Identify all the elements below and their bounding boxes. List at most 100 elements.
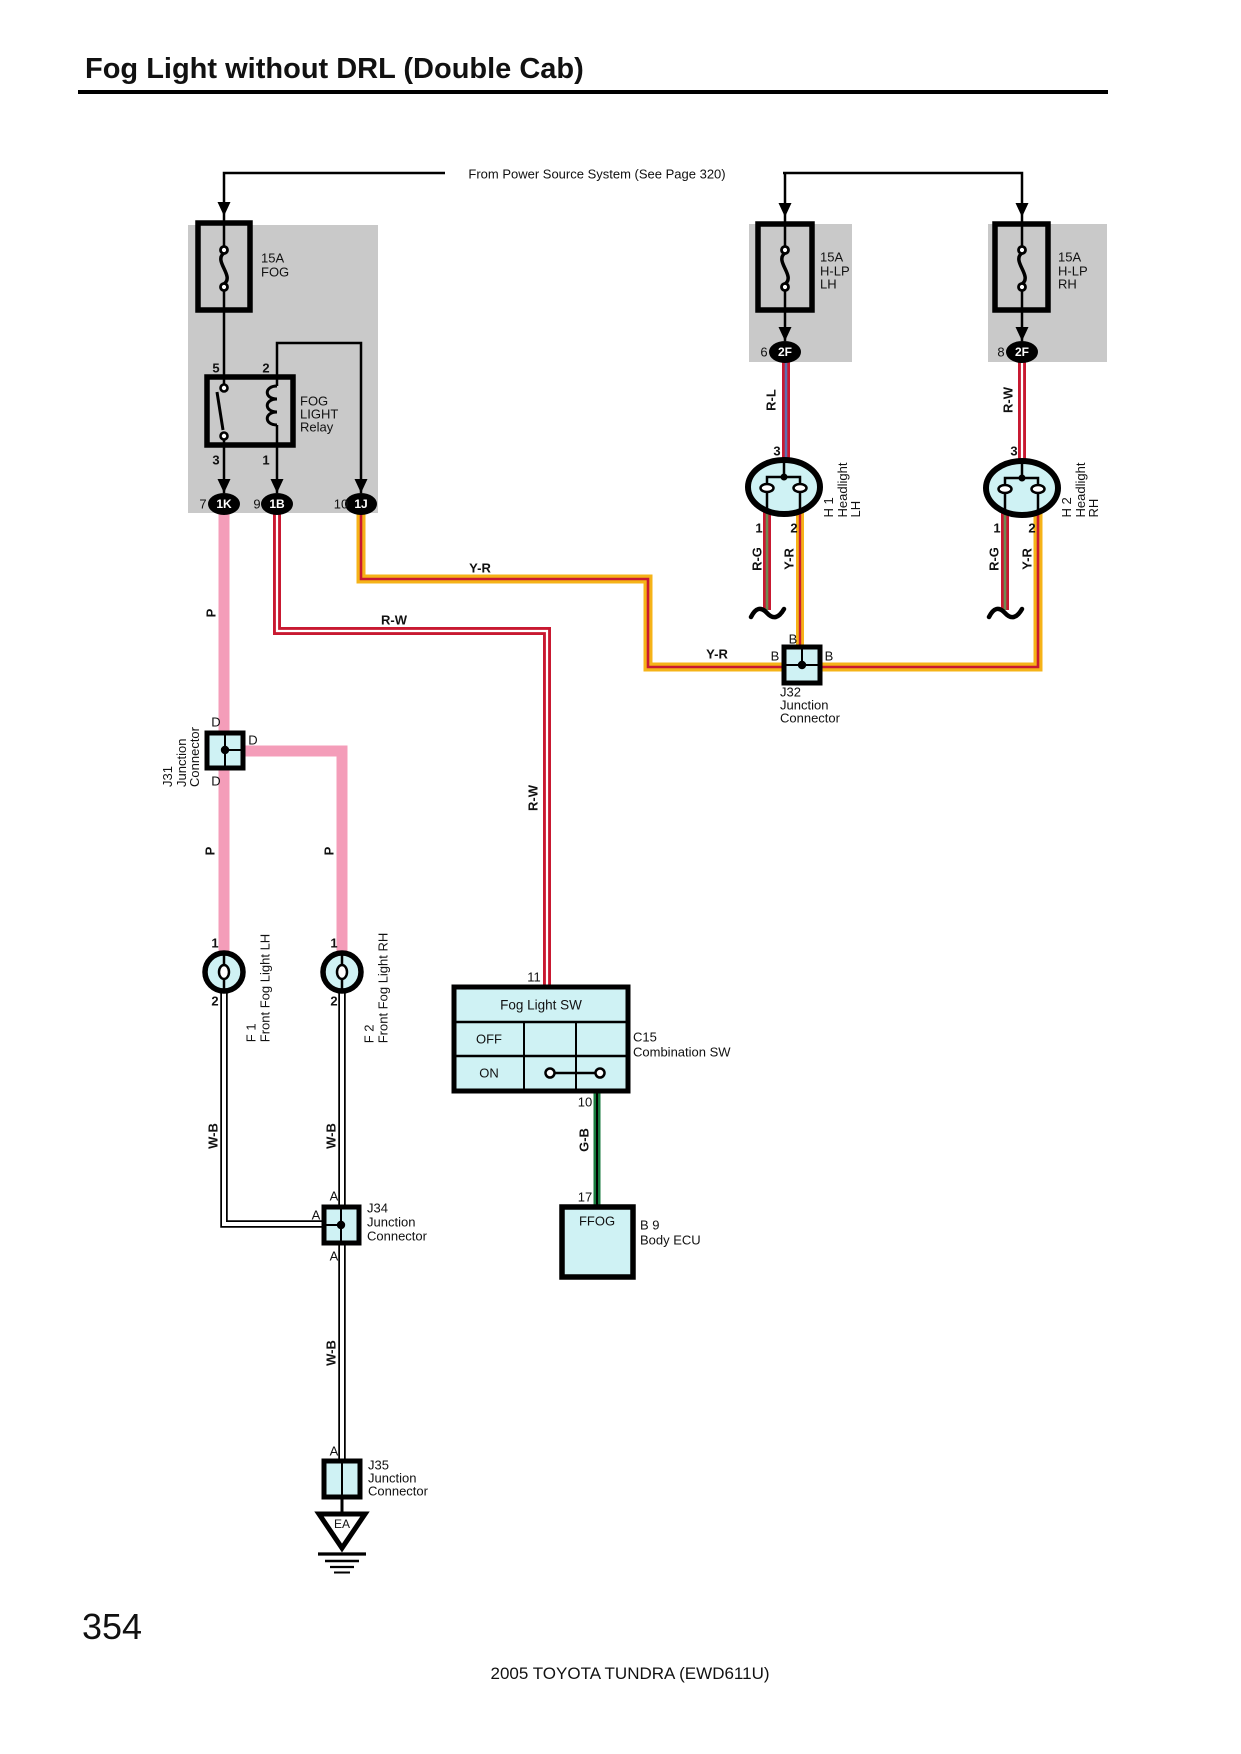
headlight-lh-name-line: Headlight — [834, 462, 850, 518]
j32-name-line2: Junction — [780, 697, 829, 713]
wire-label-yr-horizontal-2: Y-R — [706, 646, 728, 662]
wire-label-p-1: P — [203, 608, 219, 618]
fuse-hlp-lh-name-label: H-LP — [820, 263, 850, 279]
connector-1b-code: 1B — [269, 497, 285, 511]
j31-pin-bottom-label: D — [211, 773, 221, 789]
wire-label-rw-right: R-W — [1000, 387, 1016, 413]
junction-j34-box — [321, 1204, 362, 1246]
headlight-rh-ref: H 2 — [1058, 497, 1074, 518]
fuse-hlp-lh-symbol — [755, 221, 815, 313]
fog-rh-name-line: Front Fog Light RH — [375, 932, 390, 1044]
wire-yr-left — [356, 514, 790, 672]
switch-pin17-label: 17 — [577, 1189, 593, 1205]
wire-label-rw-horizontal: R-W — [381, 612, 407, 628]
wire-label-rg-lh: R-G — [749, 547, 765, 571]
j32-code: J32 — [780, 684, 801, 700]
wire-label-p-3: P — [321, 846, 337, 856]
headlight-lh-pin2-label: 2 — [790, 520, 798, 536]
wire-end-squiggle-icons — [748, 606, 1025, 620]
connector-2f-lh-pin-label: 6 — [760, 344, 768, 360]
fog-rh-ref: F 2 — [361, 1024, 377, 1044]
relay-pin3-label: 3 — [212, 452, 220, 468]
fuse-hlp-rh-side-label: RH — [1058, 276, 1077, 292]
headlight-rh-name-line: Headlight — [1072, 462, 1088, 518]
fog-rh-name: F 2 Front Fog Light RH — [361, 932, 391, 1044]
ecu-ref-code: B 9 — [640, 1217, 660, 1233]
fog-lh-name: F 1 Front Fog Light LH — [243, 934, 273, 1043]
fuse-hlp-rh-symbol — [992, 221, 1051, 313]
j35-pin-top-label: A — [329, 1443, 339, 1459]
connector-2f-lh-code: 2F — [777, 345, 793, 359]
headlight-lh-pin1-label: 1 — [755, 520, 763, 536]
wire-label-gb: G-B — [576, 1128, 592, 1152]
wire-label-wb-1: W-B — [205, 1123, 221, 1149]
j34-pin-left-label: A — [311, 1207, 321, 1223]
j34-code: J34 — [367, 1200, 388, 1216]
footer-text: 2005 TOYOTA TUNDRA (EWD611U) — [490, 1664, 770, 1683]
body-ecu-box — [559, 1204, 636, 1280]
connector-oval-1j — [345, 493, 377, 515]
j31-pin-top-label: D — [211, 714, 221, 730]
fuse-hlp-lh-amp-label: 15A — [820, 249, 844, 265]
headlight-lh-ref: H 1 — [820, 497, 836, 518]
switch-title: Fog Light SW — [500, 997, 582, 1013]
fog-rh-pin2-label: 2 — [330, 993, 338, 1009]
fog-light-rh-symbol — [320, 950, 364, 994]
wires — [218, 362, 1043, 1462]
relay-pin1-label: 1 — [262, 452, 270, 468]
connector-1j-code: 1J — [354, 497, 368, 511]
flow-arrow-icons — [217, 202, 1029, 493]
connector-oval-1k — [208, 493, 240, 515]
wire-rw-left — [273, 514, 551, 990]
oval-connectors — [208, 341, 1038, 515]
connector-1k-pin-label: 7 — [199, 496, 207, 512]
j32-pin-top-label: B — [788, 631, 798, 647]
page-title: Fog Light without DRL (Double Cab) — [85, 53, 584, 85]
headlight-lh-pin3-label: 3 — [773, 443, 781, 459]
j32-name-line3: Connector — [780, 710, 840, 726]
junction-j31-box — [204, 730, 246, 771]
headlight-rh-pin3-label: 3 — [1010, 443, 1018, 459]
fuse-fog-symbol — [195, 220, 253, 313]
connector-1k-code: 1K — [216, 497, 232, 511]
connector-oval-2f-rh — [1006, 341, 1038, 363]
connector-oval-1b — [261, 493, 293, 515]
relay-pin2-label: 2 — [262, 360, 270, 376]
headlight-rh-pin1-label: 1 — [993, 520, 1001, 536]
j35-name-line3: Connector — [368, 1483, 428, 1499]
j32-pin-right-label: B — [824, 648, 834, 664]
junction-j32-box — [781, 644, 823, 686]
wire-p — [218, 514, 348, 953]
relay-pin5-label: 5 — [212, 360, 220, 376]
switch-off-row-label: OFF — [476, 1031, 502, 1047]
switch-pin10-label: 10 — [577, 1094, 593, 1110]
j31-name: J31 Junction Connector — [159, 727, 202, 787]
fuse-hlp-lh-side-label: LH — [820, 276, 837, 292]
relay-name-line3: Relay — [300, 419, 334, 435]
ecu-ref-name: Body ECU — [640, 1232, 701, 1248]
wire-label-wb-3: W-B — [323, 1340, 339, 1366]
switch-ref-code: C15 — [633, 1029, 657, 1045]
wire-label-p-2: P — [202, 846, 218, 856]
j35-code: J35 — [368, 1457, 389, 1473]
connector-1j-pin-label: 10 — [333, 496, 349, 512]
j31-name-line2: Junction — [173, 738, 189, 787]
fuse-hlp-rh-amp-label: 15A — [1058, 249, 1082, 265]
j32-pin-left-label: B — [770, 648, 780, 664]
headlight-lh-name: H 1 Headlight LH — [820, 462, 863, 518]
wire-label-rl: R-L — [763, 389, 779, 411]
j31-name-line3: Connector — [186, 727, 202, 787]
fog-light-lh-symbol — [202, 950, 246, 994]
switch-ref-name: Combination SW — [633, 1044, 731, 1060]
connector-oval-2f-lh — [769, 341, 801, 363]
fog-lh-ref: F 1 — [243, 1023, 259, 1043]
title-rule — [78, 90, 1108, 94]
headlight-lh-symbol — [745, 457, 823, 517]
wire-label-yr-horizontal-1: Y-R — [469, 560, 491, 576]
j31-code: J31 — [159, 766, 175, 787]
j31-pin-right-label: D — [248, 732, 258, 748]
headlight-rh-symbol — [983, 458, 1061, 518]
headlight-rh-name: H 2 Headlight RH — [1058, 462, 1101, 518]
